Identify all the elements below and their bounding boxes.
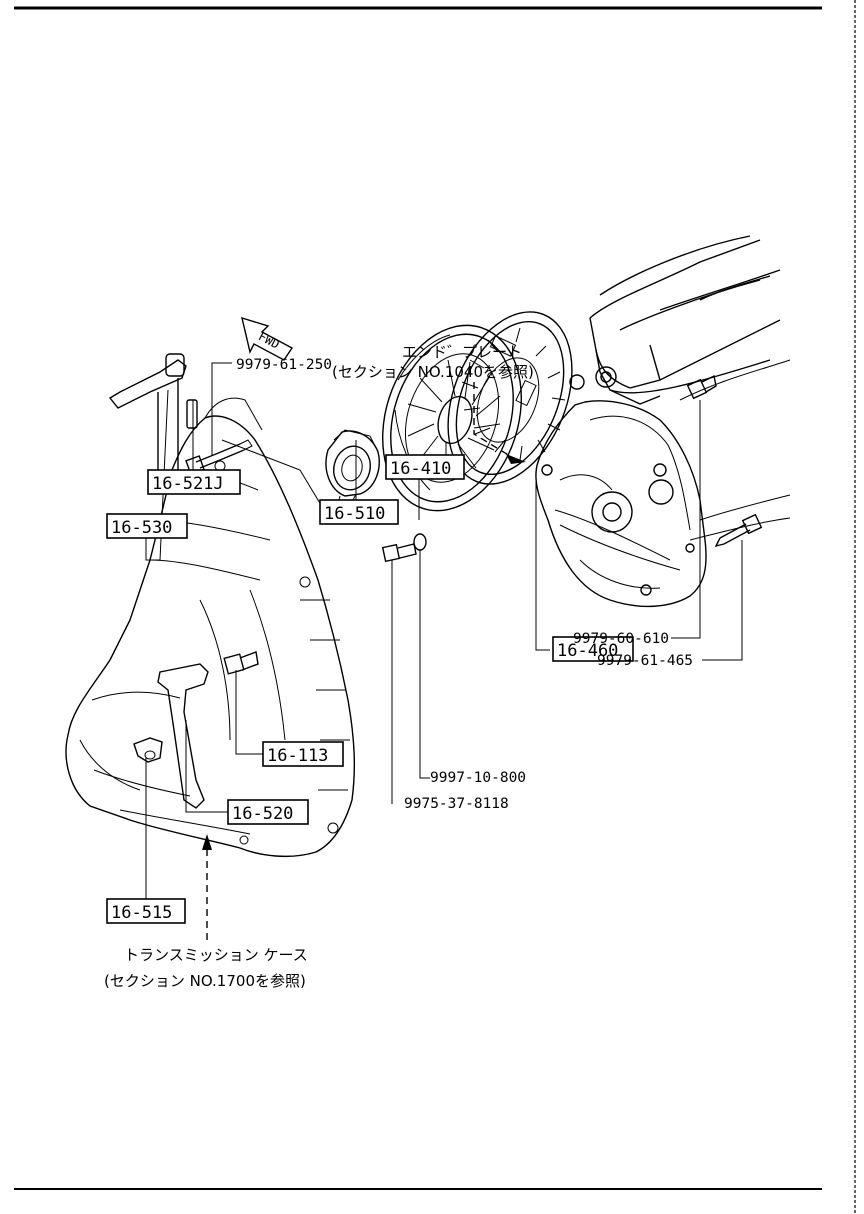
part-box-16-410: 16-410 [385,454,465,480]
bolt-9979-60-610 [686,374,717,400]
arrow-to-trans-case [202,834,212,850]
part-box-16-515: 16-515 [106,898,186,924]
washer-9997-10-800 [413,533,427,551]
part-box-16-530-label: 16-530 [111,518,172,538]
bolt-9979-61-465 [714,513,763,548]
bolt-9975-37-8118 [381,543,417,563]
release-lever [108,353,187,479]
transmission-case-reference: (セクション NO.1700を参照) [104,972,306,990]
fwd-arrow-icon: FWD [241,316,294,361]
part-number-9979-60-610: 9979-60-610 [573,631,669,647]
arrow-to-end-plate [506,454,526,464]
end-plate [535,400,707,608]
part-box-16-521j: 16-521J [147,469,241,495]
part-box-16-530: 16-530 [106,513,188,539]
bolt-16-113 [223,651,259,675]
bolt-9979-61-250 [185,439,253,475]
end-plate-reference: (セクション NO.1040を参照) [332,363,534,381]
part-box-16-460: 16-460 [552,636,634,662]
part-box-16-460-label: 16-460 [557,641,618,661]
part-number-9975-37-8118: 9975-37-8118 [404,796,509,812]
engine-block [569,235,791,541]
dowel-pin [186,399,198,429]
part-box-16-520-label: 16-520 [232,804,293,824]
part-box-16-521j-label: 16-521J [152,474,224,494]
part-number-9979-61-465: 9979-61-465 [597,653,693,669]
part-box-16-410-label: 16-410 [390,459,451,479]
part-box-16-515-label: 16-515 [111,903,172,923]
release-bearing [325,429,380,507]
part-box-16-510: 16-510 [319,499,399,525]
part-box-16-113-label: 16-113 [267,746,328,766]
part-box-16-510-label: 16-510 [324,504,385,524]
part-box-16-113: 16-113 [262,741,344,767]
fwd-label: FWD [256,329,282,352]
end-plate-title: エンド゛プレート [402,343,522,361]
transmission-case [65,397,356,857]
pivot-bracket [133,737,163,763]
part-box-16-520: 16-520 [227,799,309,825]
leader-lines [145,362,743,940]
part-number-9997-10-800: 9997-10-800 [430,770,526,786]
release-fork [157,663,209,809]
pressure-plate [382,324,522,512]
transmission-case-title: トランスミッション ケース [124,946,308,964]
part-number-9979-61-250: 9979-61-250 [236,357,332,373]
